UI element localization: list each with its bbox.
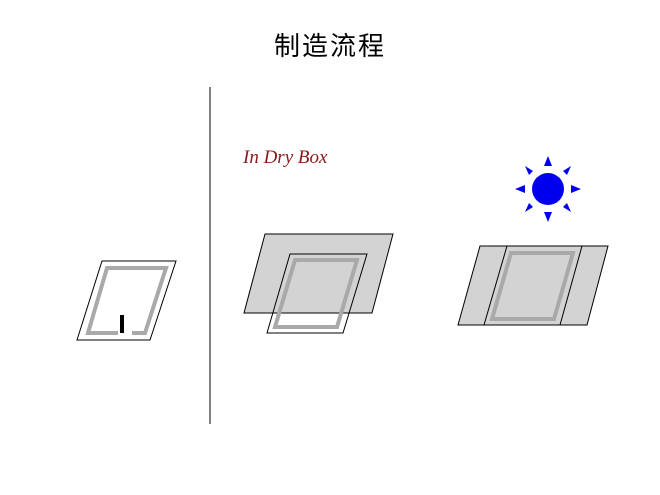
substrate-outline-overlay	[266, 253, 368, 334]
electrode-frame-overlay	[272, 258, 360, 329]
slide-title: 制造流程	[273, 32, 386, 62]
step-2-dry-box-lamination	[243, 233, 394, 334]
electrode-frame	[85, 266, 169, 335]
electrode-frame-laminated	[489, 251, 576, 321]
cover-sheet	[243, 233, 394, 314]
electrode-lead	[120, 315, 124, 333]
step-1-substrate	[76, 260, 177, 341]
substrate-outline	[76, 260, 177, 341]
sun-icon	[515, 156, 581, 222]
dry-box-label: In Dry Box	[243, 147, 328, 168]
step-3-light-curing	[457, 156, 609, 326]
